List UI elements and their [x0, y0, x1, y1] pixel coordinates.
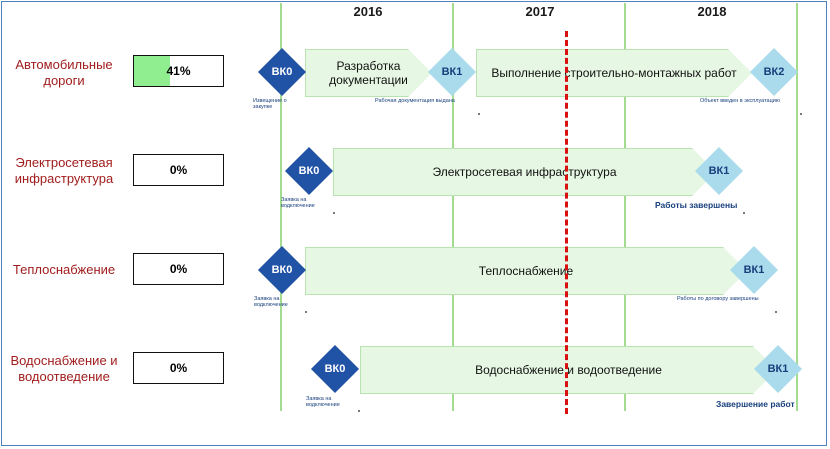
milestone-diamond-vk1: ВК1 [428, 48, 476, 96]
milestone-diamond-vk1: ВК1 [754, 345, 802, 393]
marker-dot [800, 113, 802, 115]
marker-dot [478, 113, 480, 115]
milestone-code: ВК2 [763, 66, 785, 78]
start-milestone-diamond: ВК0 [258, 48, 306, 96]
marker-dot [743, 212, 745, 214]
row-label-heating: Теплоснабжение [12, 262, 116, 277]
milestone-code: ВК1 [767, 363, 789, 375]
task-bar-construction: Выполнение строительно-монтажных работ [476, 49, 752, 97]
milestone-note: Извещение о закупке [253, 98, 287, 110]
milestone-code: ВК0 [271, 66, 293, 78]
marker-dot [333, 212, 335, 214]
row-label-roads: Автомобильные дороги [15, 57, 113, 88]
year-boundary-line [280, 3, 282, 411]
milestone-note: Заявка на водключение [254, 296, 288, 308]
year-header-2017: 2017 [525, 4, 555, 19]
task-bar-water: Водоснабжение и водоотведение [360, 346, 777, 394]
milestone-note: Рабочая документация выдана [375, 98, 455, 104]
progress-box-electric: 0% [133, 154, 224, 186]
progress-value: 41% [166, 64, 191, 78]
year-boundary-line [624, 3, 626, 411]
marker-dot [775, 311, 777, 313]
start-milestone-diamond: ВК0 [311, 345, 359, 393]
milestone-note: Объект введен в эксплуатацию [700, 98, 780, 104]
start-milestone-diamond: ВК0 [258, 246, 306, 294]
current-date-line [565, 31, 568, 414]
task-bar-electric: Электросетевая инфраструктура [333, 148, 716, 196]
milestone-code: ВК1 [743, 264, 765, 276]
year-header-2016: 2016 [353, 4, 383, 19]
year-boundary-line [452, 3, 454, 411]
milestone-diamond-vk1: ВК1 [695, 147, 743, 195]
progress-value: 0% [169, 262, 188, 276]
year-boundary-line [796, 3, 798, 411]
start-milestone-diamond: ВК0 [285, 147, 333, 195]
marker-dot [358, 410, 360, 412]
progress-value: 0% [169, 163, 188, 177]
task-bar-heating: Теплоснабжение [305, 247, 747, 295]
milestone-diamond-vk1: ВК1 [730, 246, 778, 294]
progress-value: 0% [169, 361, 188, 375]
milestone-diamond-vk2: ВК2 [750, 48, 798, 96]
task-bar-documentation: Разработка документации [305, 49, 432, 97]
progress-box-heating: 0% [133, 253, 224, 285]
row-label-water: Водоснабжение и водоотведение [10, 353, 118, 384]
milestone-note: Заявка на водключение [306, 396, 340, 408]
milestone-note: Работы по договору завершены [677, 296, 759, 302]
progress-fill [134, 56, 171, 86]
row-label-electric: Электросетевая инфраструктура [14, 155, 114, 186]
year-header-2018: 2018 [697, 4, 727, 19]
milestone-note: Завершение работ [716, 399, 795, 409]
milestone-note: Заявка на водключение [281, 197, 315, 209]
marker-dot [305, 311, 307, 313]
milestone-code: ВК1 [708, 165, 730, 177]
milestone-code: ВК1 [441, 66, 463, 78]
milestone-code: ВК0 [324, 363, 346, 375]
milestone-code: ВК0 [298, 165, 320, 177]
progress-box-water: 0% [133, 352, 224, 384]
milestone-code: ВК0 [271, 264, 293, 276]
progress-box-roads: 41% [133, 55, 224, 87]
milestone-note: Работы завершены [655, 200, 738, 210]
